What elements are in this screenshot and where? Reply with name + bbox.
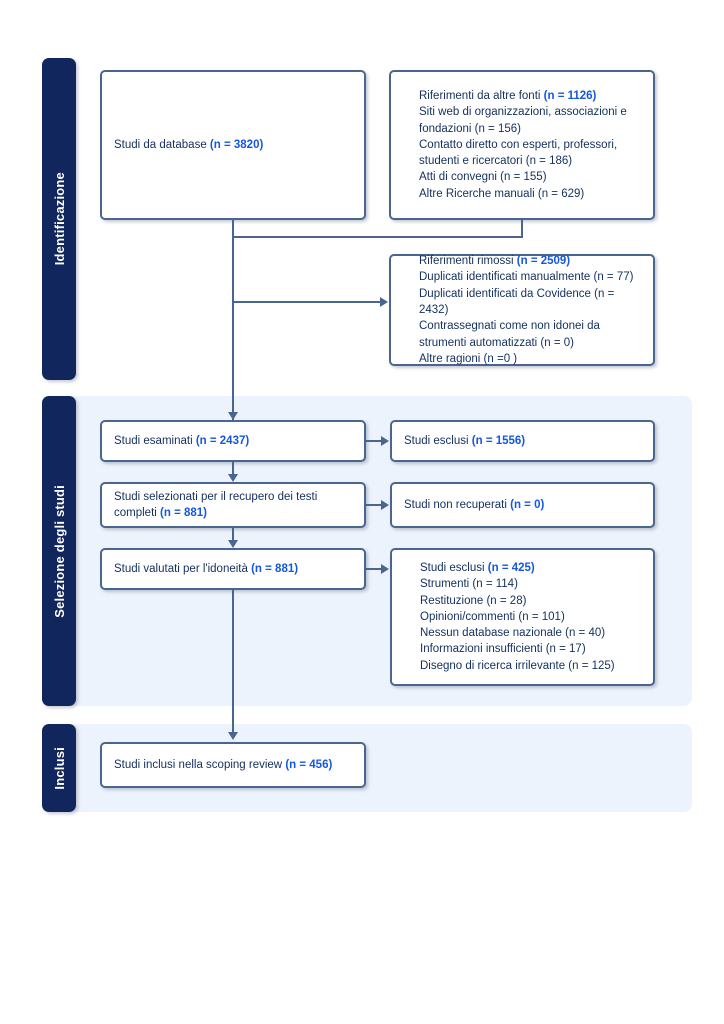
node-reports-excluded-item: Informazioni insufficienti (n = 17) (420, 643, 586, 656)
section-label-screening: Selezione degli studi (42, 396, 76, 706)
node-reports-assessed-text: Studi valutati per l'idoneità (n = 881) (114, 561, 298, 577)
node-other-sources-item: Atti di convegni (n = 155) (419, 171, 547, 184)
node-reports-excluded-item: Strumenti (n = 114) (420, 578, 518, 591)
node-other-sources: Riferimenti da altre fonti (n = 1126) Si… (389, 70, 655, 220)
node-records-excluded-count: (n = 1556) (471, 434, 526, 447)
connector-trunk-identification (232, 236, 234, 420)
section-label-included-text: Inclusi (51, 746, 67, 790)
node-reports-sought-text: Studi selezionati per il recupero dei te… (114, 489, 352, 522)
node-database-records-text: Studi da database (n = 3820) (114, 137, 263, 153)
node-reports-not-retrieved-count: (n = 0) (510, 498, 545, 511)
node-records-removed-count: (n = 2509) (516, 254, 571, 267)
connector-screened-to-excluded (366, 440, 382, 442)
node-reports-sought: Studi selezionati per il recupero dei te… (100, 482, 366, 528)
section-label-identification: Identificazione (42, 58, 76, 380)
node-reports-excluded-heading-line: Studi esclusi (n = 425) (420, 560, 615, 576)
arrow-to-records-screened (228, 412, 238, 420)
node-reports-not-retrieved: Studi non recuperati (n = 0) (390, 482, 655, 528)
node-records-removed-item: Duplicati identificati da Covidence (n =… (419, 287, 615, 316)
node-records-screened: Studi esaminati (n = 2437) (100, 420, 366, 462)
node-reports-assessed-label: Studi valutati per l'idoneità (114, 562, 252, 575)
node-studies-included-label: Studi inclusi nella scoping review (114, 758, 286, 771)
node-other-sources-count: (n = 1126) (543, 89, 597, 102)
arrow-to-records-removed (380, 297, 388, 307)
node-records-excluded: Studi esclusi (n = 1556) (390, 420, 655, 462)
connector-database-down (232, 220, 234, 236)
node-reports-assessed: Studi valutati per l'idoneità (n = 881) (100, 548, 366, 590)
node-reports-not-retrieved-text: Studi non recuperati (n = 0) (404, 497, 544, 513)
node-other-sources-item: Contatto diretto con esperti, professori… (419, 138, 618, 168)
arrow-records-excluded (381, 436, 389, 446)
node-records-screened-label: Studi esaminati (114, 434, 196, 447)
node-records-removed-item: Duplicati identificati manualmente (n = … (419, 271, 634, 284)
connector-other-sources-down (521, 220, 523, 236)
node-records-screened-count: (n = 2437) (195, 434, 250, 447)
section-label-screening-text: Selezione degli studi (51, 484, 67, 618)
node-reports-excluded-item: Nessun database nazionale (n = 40) (420, 627, 606, 640)
node-reports-excluded: Studi esclusi (n = 425) Strumenti (n = 1… (390, 548, 655, 686)
node-records-excluded-label: Studi esclusi (404, 434, 472, 447)
node-reports-excluded-item: Disegno di ricerca irrilevante (n = 125) (420, 659, 615, 672)
connector-to-records-removed (232, 301, 380, 303)
node-database-records-count: (n = 3820) (209, 138, 264, 151)
node-reports-excluded-text: Studi esclusi (n = 425) Strumenti (n = 1… (404, 560, 615, 674)
node-records-removed-heading: Riferimenti rimossi (419, 254, 517, 267)
node-records-removed-item: Altre ragioni (n =0 ) (419, 352, 518, 365)
arrow-to-reports-assessed (228, 540, 238, 548)
arrow-reports-excluded (381, 564, 389, 574)
node-records-removed-item: Contrassegnati come non idonei da strume… (419, 320, 600, 349)
node-other-sources-heading: Riferimenti da altre fonti (419, 89, 544, 102)
connector-assessed-to-excluded (366, 568, 382, 570)
node-database-records-label: Studi da database (114, 138, 210, 151)
node-studies-included-count: (n = 456) (285, 758, 333, 771)
node-reports-excluded-heading: Studi esclusi (420, 561, 488, 574)
connector-trunk-to-included (232, 590, 234, 732)
node-reports-assessed-count: (n = 881) (251, 562, 299, 575)
connector-screened-to-sought (232, 462, 234, 474)
node-database-records: Studi da database (n = 3820) (100, 70, 366, 220)
node-other-sources-item: Siti web di organizzazioni, associazioni… (419, 106, 627, 135)
node-other-sources-heading-line: Riferimenti da altre fonti (n = 1126) (419, 88, 641, 104)
connector-sought-to-not-retrieved (366, 504, 382, 506)
connector-merge-horizontal (232, 236, 523, 238)
node-reports-excluded-item: Opinioni/commenti (n = 101) (420, 610, 565, 623)
node-reports-sought-count: (n = 881) (160, 507, 208, 519)
node-records-removed: Riferimenti rimossi (n = 2509) Duplicati… (389, 254, 655, 366)
node-reports-excluded-count: (n = 425) (487, 561, 535, 574)
node-reports-sought-label: Studi selezionati per il recupero dei te… (114, 490, 318, 519)
node-other-sources-item: Altre Ricerche manuali (n = 629) (419, 187, 585, 200)
node-records-removed-text: Riferimenti rimossi (n = 2509) Duplicati… (403, 253, 641, 367)
section-label-identification-text: Identificazione (51, 172, 67, 266)
node-studies-included: Studi inclusi nella scoping review (n = … (100, 742, 366, 788)
arrow-to-reports-sought (228, 474, 238, 482)
section-label-included: Inclusi (42, 724, 76, 812)
node-records-screened-text: Studi esaminati (n = 2437) (114, 433, 249, 449)
node-reports-excluded-item: Restituzione (n = 28) (420, 594, 527, 607)
node-other-sources-text: Riferimenti da altre fonti (n = 1126) Si… (403, 88, 641, 202)
arrow-to-studies-included (228, 732, 238, 740)
node-records-removed-heading-line: Riferimenti rimossi (n = 2509) (419, 253, 641, 269)
arrow-reports-not-retrieved (381, 500, 389, 510)
node-studies-included-text: Studi inclusi nella scoping review (n = … (114, 757, 332, 773)
node-records-excluded-text: Studi esclusi (n = 1556) (404, 433, 525, 449)
node-reports-not-retrieved-label: Studi non recuperati (404, 498, 511, 511)
connector-sought-to-assessed (232, 528, 234, 540)
